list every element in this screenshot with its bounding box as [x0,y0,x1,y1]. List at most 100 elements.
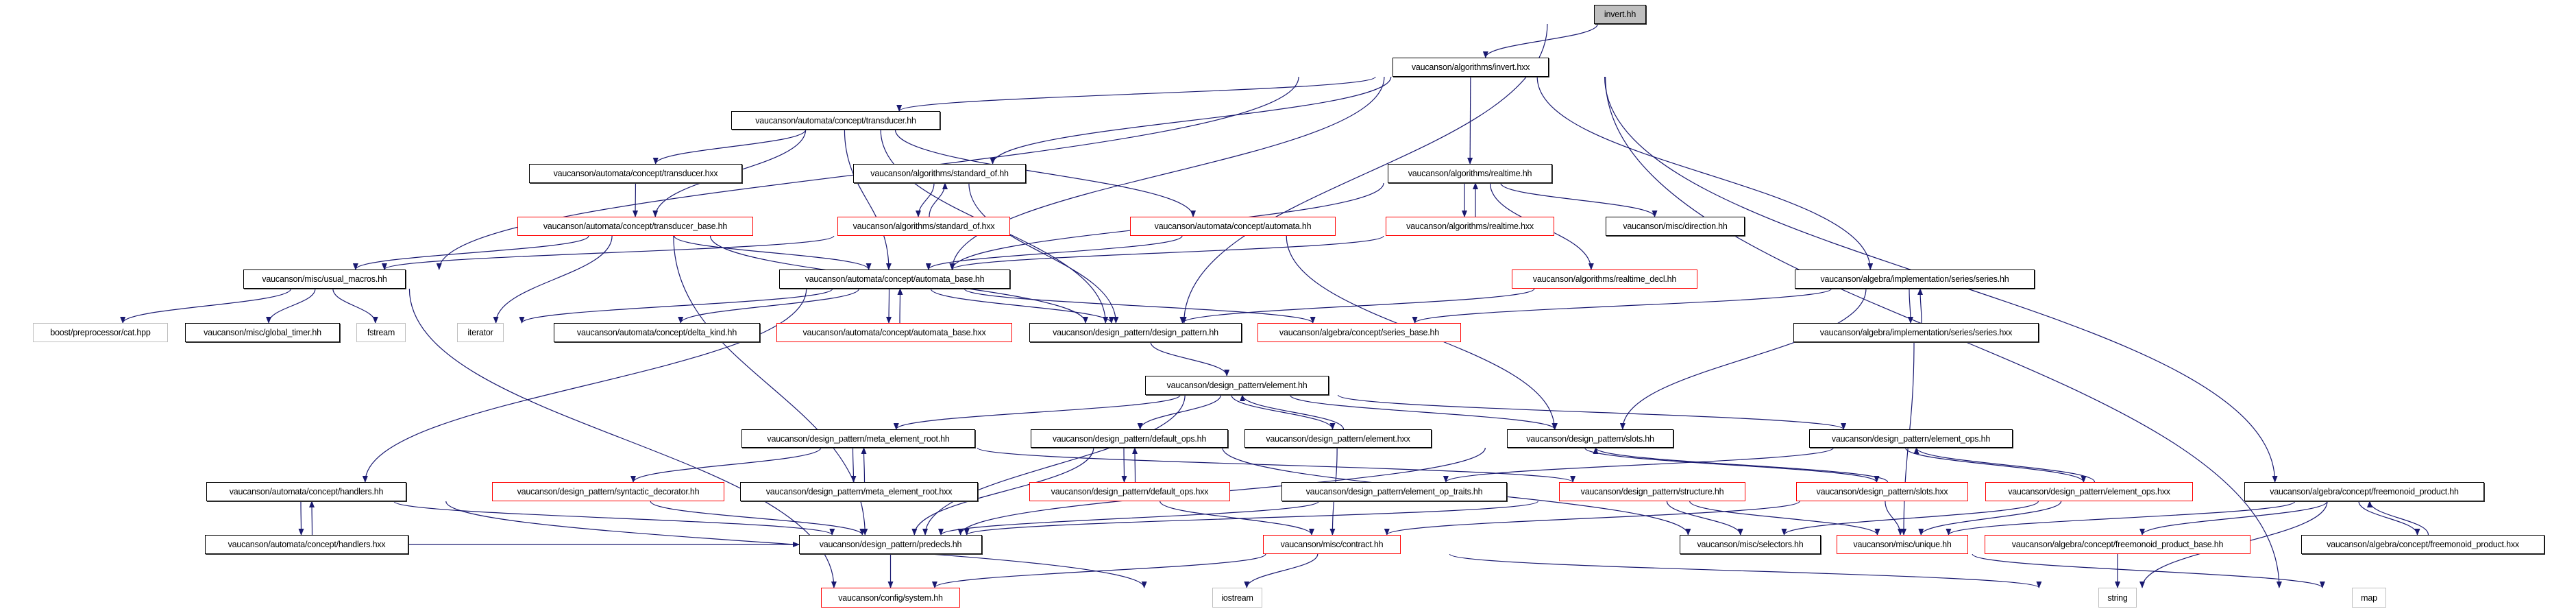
node-label: vaucanson/misc/selectors.hh [1697,540,1804,549]
edge-invert-hh-to-invert-hxx [1482,23,1598,58]
node-label: vaucanson/design_pattern/element_op_trai… [1305,487,1483,496]
node-meta-element-root-hxx[interactable]: vaucanson/design_pattern/meta_element_ro… [740,482,978,501]
node-freemonoid-product-hxx[interactable]: vaucanson/algebra/concept/freemonoid_pro… [2301,535,2544,554]
node-label: vaucanson/automata/concept/transducer.hh [755,115,916,125]
node-structure-hh[interactable]: vaucanson/design_pattern/structure.hh [1559,482,1745,501]
node-label: vaucanson/algorithms/realtime.hxx [1406,221,1534,231]
node-label: vaucanson/algorithms/realtime.hh [1408,169,1532,178]
edge-contract-hh-to-system-hh [932,553,1266,588]
edge-invert-hxx-to-standard-of-hh [990,76,1392,165]
node-fstream: fstream [356,323,406,342]
edge-default-ops-hxx-to-default-ops-hh [1132,447,1138,483]
node-syntactic-decorator-hh[interactable]: vaucanson/design_pattern/syntactic_decor… [492,482,724,501]
node-series-hxx[interactable]: vaucanson/algebra/implementation/series/… [1793,323,2039,342]
edge-element-op-traits-hh-to-predecls-hh [938,501,1319,536]
node-invert-hxx[interactable]: vaucanson/algorithms/invert.hxx [1393,58,1549,77]
node-automata-base-hxx[interactable]: vaucanson/automata/concept/automata_base… [776,323,1012,342]
node-automata-hh[interactable]: vaucanson/automata/concept/automata.hh [1130,217,1336,236]
node-standard-of-hh[interactable]: vaucanson/algorithms/standard_of.hh [853,164,1026,183]
edge-design-pattern-hh-to-element-hh [1150,342,1230,376]
edge-realtime-decl-hh-to-design-pattern-hh [1179,288,1535,324]
edge-handlers-hh-to-predecls-hh [393,501,835,536]
node-handlers-hh[interactable]: vaucanson/automata/concept/handlers.hh [206,482,406,501]
node-label: vaucanson/design_pattern/design_pattern.… [1053,328,1218,337]
node-label: vaucanson/algorithms/standard_of.hh [870,169,1009,178]
edge-invert-hxx-to-realtime-hh [1467,76,1473,165]
node-label: map [2361,592,2377,603]
node-label: vaucanson/misc/unique.hh [1853,540,1952,549]
node-usual-macros-hh[interactable]: vaucanson/misc/usual_macros.hh [243,269,406,289]
node-label: vaucanson/design_pattern/element.hh [1166,381,1308,390]
edge-handlers-hh-to-handlers-hxx [298,501,304,536]
node-contract-hh[interactable]: vaucanson/misc/contract.hh [1263,535,1401,554]
node-automata-base-hh[interactable]: vaucanson/automata/concept/automata_base… [779,269,1010,289]
node-delta-kind-hh[interactable]: vaucanson/automata/concept/delta_kind.hh [554,323,760,342]
node-realtime-hh[interactable]: vaucanson/algorithms/realtime.hh [1388,164,1552,183]
edge-meta-element-root-hh-to-structure-hh [977,447,1575,483]
node-slots-hh[interactable]: vaucanson/design_pattern/slots.hh [1507,429,1673,448]
node-label: vaucanson/design_pattern/slots.hxx [1816,487,1948,496]
node-series-hh[interactable]: vaucanson/algebra/implementation/series/… [1795,269,2035,289]
node-standard-of-hxx[interactable]: vaucanson/algorithms/standard_of.hxx [837,217,1010,236]
node-label: iostream [1221,592,1253,603]
edge-element-hh-to-default-ops-hh [1137,394,1222,430]
node-iostream: iostream [1212,588,1262,608]
node-freemonoid-product-hh[interactable]: vaucanson/algebra/concept/freemonoid_pro… [2244,482,2484,501]
node-label: vaucanson/misc/contract.hh [1280,540,1384,549]
node-default-ops-hxx[interactable]: vaucanson/design_pattern/default_ops.hxx [1029,482,1230,501]
node-slots-hxx[interactable]: vaucanson/design_pattern/slots.hxx [1796,482,1968,501]
edge-slots-hxx-to-unique-hh [1885,501,1904,536]
edge-freemonoid-product-hh-to-freemonoid-product-base-hh [2139,501,2328,536]
edge-slots-hxx-to-contract-hh [1384,501,1800,536]
edge-structure-hh-to-selectors-hh [1666,501,1743,536]
edge-unique-hh-to-map [1972,553,2325,588]
node-label: vaucanson/design_pattern/syntactic_decor… [517,487,700,496]
edge-handlers-hh-to-iostream [445,501,1147,588]
node-element-hxx[interactable]: vaucanson/design_pattern/element.hxx [1244,429,1432,448]
node-element-ops-hh[interactable]: vaucanson/design_pattern/element_ops.hh [1809,429,2013,448]
edge-element-ops-hxx-to-selectors-hh [1781,501,2039,536]
node-element-hh[interactable]: vaucanson/design_pattern/element.hh [1145,376,1329,395]
node-transducer-hh[interactable]: vaucanson/automata/concept/transducer.hh [731,111,940,130]
edge-element-hh-to-element-ops-hh [1337,394,1846,430]
node-unique-hh[interactable]: vaucanson/misc/unique.hh [1837,535,1968,554]
node-global-timer-hh[interactable]: vaucanson/misc/global_timer.hh [185,323,340,342]
edge-element-ops-hxx-to-unique-hh [1918,501,2062,536]
node-meta-element-root-hh[interactable]: vaucanson/design_pattern/meta_element_ro… [741,429,975,448]
node-transducer-base-hh[interactable]: vaucanson/automata/concept/transducer_ba… [517,217,753,236]
node-element-op-traits-hh[interactable]: vaucanson/design_pattern/element_op_trai… [1281,482,1507,501]
node-label: vaucanson/config/system.hh [838,592,943,603]
node-element-ops-hxx[interactable]: vaucanson/design_pattern/element_ops.hxx [1985,482,2193,501]
edge-contract-hh-to-iostream [1244,553,1318,588]
edge-standard-of-hxx-to-usual-macros-hh [382,235,835,270]
edge-usual-macros-hh-to-global-timer-hh [266,288,316,324]
node-freemonoid-product-base-hh[interactable]: vaucanson/algebra/concept/freemonoid_pro… [1985,535,2250,554]
node-realtime-decl-hh[interactable]: vaucanson/algorithms/realtime_decl.hh [1512,269,1697,289]
edge-meta-element-root-hh-to-syntactic-decorator-hh [630,447,822,483]
node-system-hh[interactable]: vaucanson/config/system.hh [821,588,960,608]
edge-freemonoid-product-hh-to-unique-hh [1946,501,2296,536]
node-label: vaucanson/automata/concept/delta_kind.hh [576,328,737,337]
node-realtime-hxx[interactable]: vaucanson/algorithms/realtime.hxx [1386,217,1554,236]
node-design-pattern-hh[interactable]: vaucanson/design_pattern/design_pattern.… [1029,323,1242,342]
edge-default-ops-hh-to-predecls-hh [911,447,1094,536]
node-label: vaucanson/design_pattern/structure.hh [1580,487,1724,496]
edge-automata-base-hh-to-iterator [519,288,833,324]
edge-transducer-base-hh-to-iterator [493,235,613,324]
edge-series-hh-to-series-hxx [1907,288,1913,324]
node-handlers-hxx[interactable]: vaucanson/automata/concept/handlers.hxx [205,535,408,554]
node-series-base-hh[interactable]: vaucanson/algebra/concept/series_base.hh [1258,323,1461,342]
node-transducer-hxx[interactable]: vaucanson/automata/concept/transducer.hx… [529,164,742,183]
node-label: boost/preprocessor/cat.hpp [50,328,151,337]
edge-realtime-hxx-to-automata-base-hh [949,235,1384,270]
node-invert-hh[interactable]: invert.hh [1594,5,1646,24]
edge-freemonoid-product-hxx-to-freemonoid-product-hh [2367,501,2429,536]
node-direction-hh[interactable]: vaucanson/misc/direction.hh [1606,217,1745,236]
node-label: vaucanson/design_pattern/meta_element_ro… [767,433,950,444]
node-default-ops-hh[interactable]: vaucanson/design_pattern/default_ops.hh [1031,429,1228,448]
node-selectors-hh[interactable]: vaucanson/misc/selectors.hh [1680,535,1821,554]
node-predecls-hh[interactable]: vaucanson/design_pattern/predecls.hh [799,535,982,554]
edge-automata-base-hh-to-handlers-hh [362,288,807,483]
edge-default-ops-hh-to-default-ops-hxx [1121,447,1127,483]
